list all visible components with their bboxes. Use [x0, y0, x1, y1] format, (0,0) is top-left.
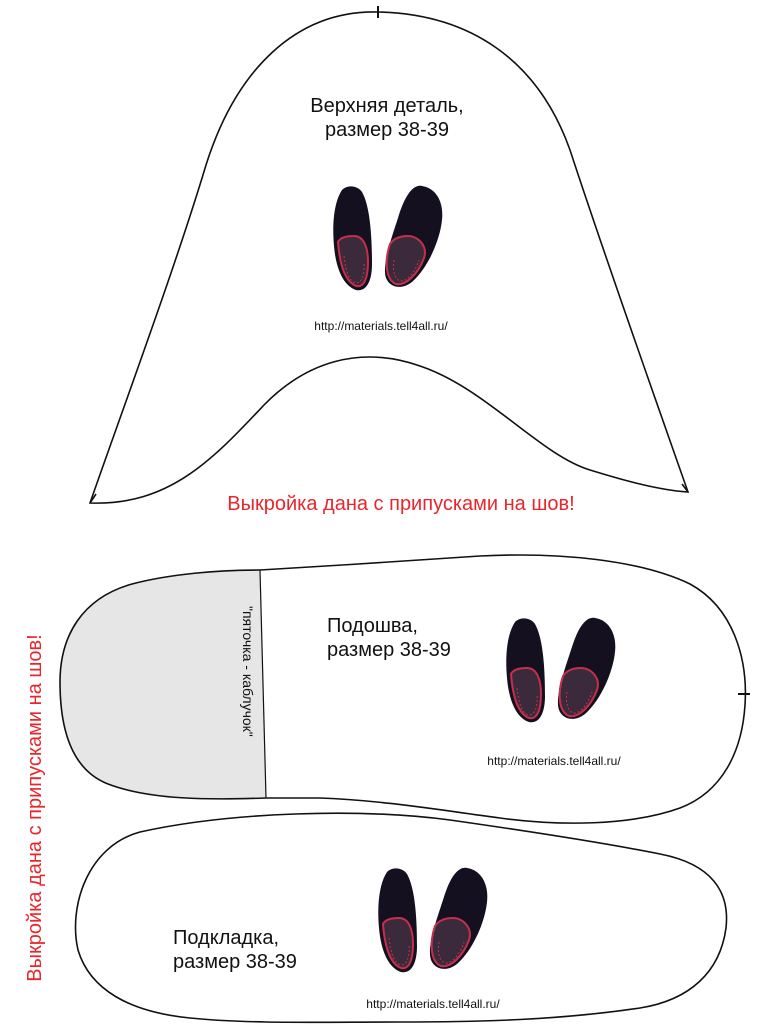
sole-piece-outline: [59, 554, 747, 824]
lining-piece-title: Подкладка,: [173, 927, 279, 949]
notch-mark: [89, 493, 97, 504]
sole-piece-title: Подошва,: [327, 615, 418, 637]
seam-allowance-note-vertical: Выкройка дана с припусками на шов!: [24, 634, 46, 981]
upper-piece-url: http://materials.tell4all.ru/: [314, 319, 448, 333]
heel-label: "пяточка - каблучок": [240, 606, 256, 737]
lining-piece-size: размер 38-39: [173, 951, 297, 973]
notch-mark: [681, 483, 689, 493]
slippers-photo: [505, 616, 617, 724]
sole-piece-size: размер 38-39: [327, 639, 451, 661]
sole-heel-area: [60, 570, 266, 799]
seam-allowance-note: Выкройка дана с припусками на шов!: [227, 493, 574, 515]
heel-divider: [259, 569, 267, 799]
sole-piece: "пяточка - каблучок" Подошва, размер 38-…: [59, 554, 750, 824]
lining-piece-url: http://materials.tell4all.ru/: [366, 997, 500, 1011]
upper-piece: Верхняя деталь, размер 38-39 http://mate…: [88, 6, 690, 504]
lining-piece: Подкладка, размер 38-39 http://materials…: [74, 812, 728, 1024]
upper-piece-title: Верхняя деталь,: [310, 95, 463, 117]
sole-piece-url: http://materials.tell4all.ru/: [487, 754, 621, 768]
upper-piece-size: размер 38-39: [325, 119, 449, 141]
